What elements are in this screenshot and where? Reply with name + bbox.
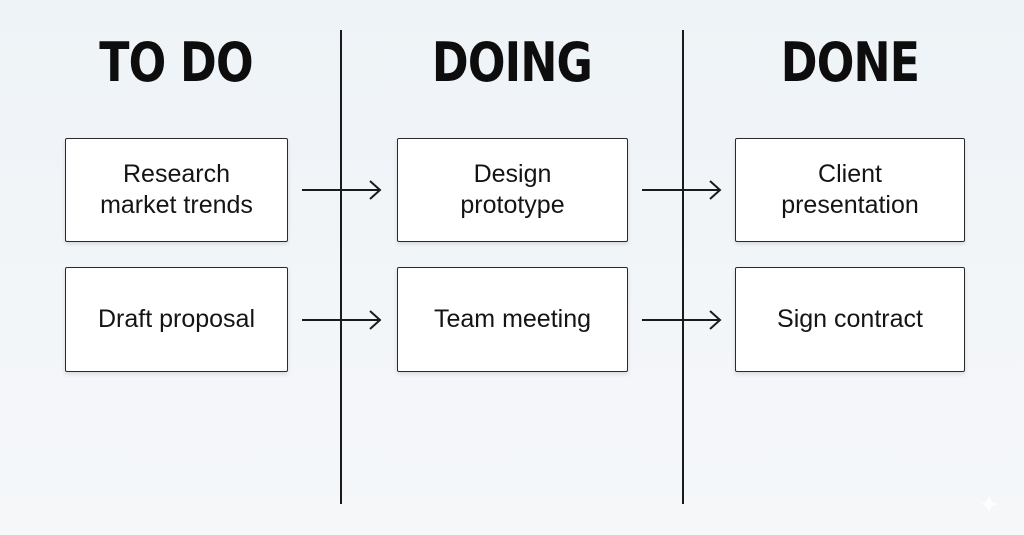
right-arrow-icon xyxy=(302,310,382,330)
card-done-1[interactable]: Client presentation xyxy=(735,138,965,242)
column-divider-1 xyxy=(340,30,342,504)
right-arrow-icon xyxy=(642,310,722,330)
card-label: Design prototype xyxy=(460,160,565,219)
right-arrow-icon xyxy=(642,180,722,200)
card-todo-1[interactable]: Research market trends xyxy=(65,138,288,242)
card-todo-2[interactable]: Draft proposal xyxy=(65,267,288,372)
card-label: Sign contract xyxy=(777,305,923,333)
card-label: Draft proposal xyxy=(97,305,256,333)
sparkle-icon xyxy=(980,495,998,513)
card-label: Research market trends xyxy=(100,160,253,219)
card-doing-2[interactable]: Team meeting xyxy=(397,267,628,372)
column-title-doing: DOING xyxy=(431,31,593,94)
card-doing-1[interactable]: Design prototype xyxy=(397,138,628,242)
column-divider-2 xyxy=(682,30,684,504)
card-label: Team meeting xyxy=(433,305,592,333)
column-title-todo: TO DO xyxy=(99,31,253,94)
right-arrow-icon xyxy=(302,180,382,200)
card-done-2[interactable]: Sign contract xyxy=(735,267,965,372)
card-label: Client presentation xyxy=(781,160,919,219)
column-title-done: DONE xyxy=(780,31,920,94)
